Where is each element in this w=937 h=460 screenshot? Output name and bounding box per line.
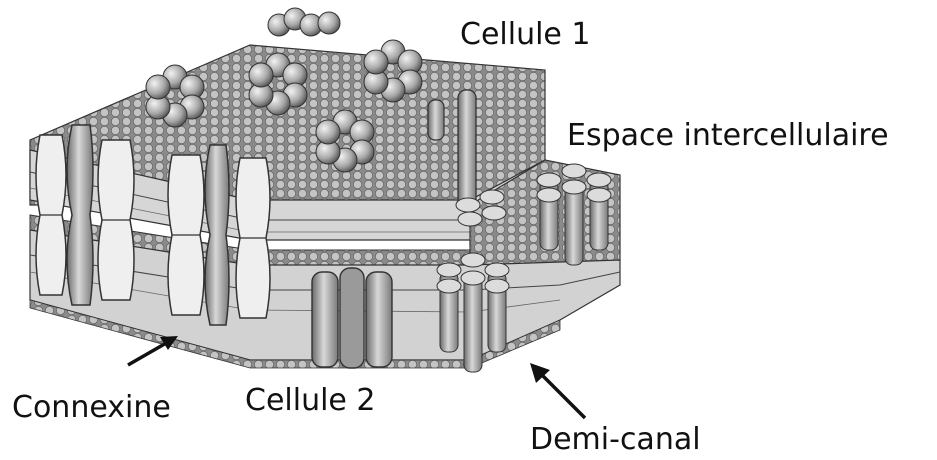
connexon-channel-icon xyxy=(67,125,93,305)
connexon-channel-icon xyxy=(236,158,270,318)
connexon-channel-icon xyxy=(205,145,229,325)
label-espace-intercellulaire: Espace intercellulaire xyxy=(567,121,889,151)
label-cellule-2: Cellule 2 xyxy=(245,386,376,416)
demi-canal-arrow-icon xyxy=(530,363,585,418)
connexon-channel-icon xyxy=(36,135,66,295)
label-cellule-1: Cellule 1 xyxy=(460,20,591,50)
hexamer-icon xyxy=(268,8,340,36)
connexon-channel-icon xyxy=(168,155,204,315)
label-demi-canal: Demi-canal xyxy=(530,425,701,455)
label-connexine: Connexine xyxy=(12,393,171,423)
connexon-channel-icon xyxy=(312,268,392,368)
connexon-channel-icon xyxy=(98,140,134,300)
